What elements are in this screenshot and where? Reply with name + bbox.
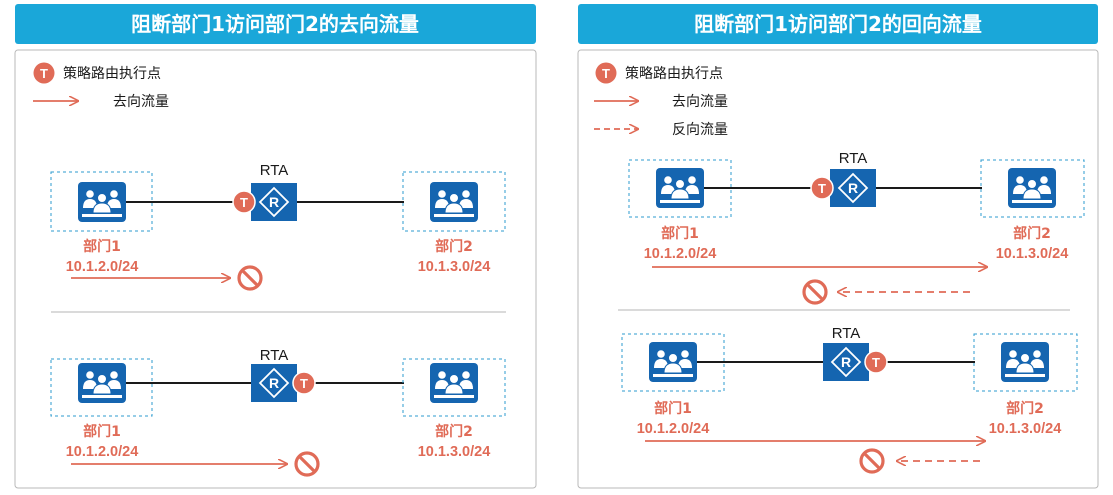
router-label: RTA (839, 150, 868, 167)
dept1-box (50, 171, 153, 232)
svg-text:R: R (269, 375, 279, 391)
legend-forward-label: 去向流量 (113, 94, 169, 110)
dept1-box (50, 358, 153, 417)
dept1-name: 部门1 (661, 225, 699, 242)
router-label: RTA (260, 162, 289, 179)
router-icon: R (830, 169, 876, 207)
svg-text:T: T (40, 66, 48, 81)
router-icon: R (251, 183, 297, 221)
router-icon: R (251, 364, 297, 402)
left-panel: 阻断部门1访问部门2的去向流量 T 策略路由执行点 去向流量 (14, 4, 537, 489)
svg-text:T: T (240, 195, 248, 210)
policy-point-badge-icon: T (810, 176, 834, 200)
dept1-subnet: 10.1.2.0/24 (637, 421, 710, 437)
dept2-name: 部门2 (1013, 225, 1051, 242)
right-title-bar (578, 4, 1098, 44)
left-panel-title: 阻断部门1访问部门2的去向流量 (131, 12, 419, 36)
prohibited-icon (859, 448, 885, 474)
left-panel-frame (14, 49, 537, 489)
legend-forward-label: 去向流量 (672, 94, 728, 110)
policy-point-badge-icon: T (292, 371, 316, 395)
dept2-box (973, 333, 1078, 392)
left-scenario-2: R RTA T 部门1 10.1.2.0/24 部门2 10.1.3.0/24 (50, 347, 506, 477)
svg-text:R: R (848, 180, 858, 196)
svg-text:T: T (872, 355, 880, 370)
legend-policy-point-icon: T (595, 62, 617, 84)
policy-point-badge-icon: T (864, 350, 888, 374)
dept1-subnet: 10.1.2.0/24 (644, 246, 717, 262)
dept1-name: 部门1 (83, 423, 121, 440)
users-group-icon (430, 363, 478, 403)
users-group-icon (78, 363, 126, 403)
users-group-icon (649, 342, 697, 382)
prohibited-icon (237, 265, 263, 291)
svg-text:R: R (269, 194, 279, 210)
prohibited-icon (802, 279, 828, 305)
policy-point-badge-icon: T (232, 190, 256, 214)
users-group-icon (656, 168, 704, 208)
right-legend: T 策略路由执行点 去向流量 反向流量 (594, 62, 728, 138)
dept2-box (402, 358, 506, 417)
left-legend: T 策略路由执行点 去向流量 (33, 62, 169, 110)
router-icon: R (823, 343, 869, 381)
dept2-box (980, 159, 1085, 218)
right-panel-title: 阻断部门1访问部门2的回向流量 (694, 12, 982, 36)
dept2-name: 部门2 (1006, 400, 1044, 417)
left-scenario-1: R RTA T 部门1 10.1.2.0/24 部门2 10.1.3.0/24 (50, 162, 506, 291)
router-label: RTA (832, 325, 861, 342)
dept1-box (621, 333, 725, 392)
dept1-name: 部门1 (654, 400, 692, 417)
prohibited-icon (294, 451, 320, 477)
dept2-box (402, 171, 506, 232)
dept2-subnet: 10.1.3.0/24 (996, 246, 1069, 262)
router-label: RTA (260, 347, 289, 364)
legend-reverse-label: 反向流量 (672, 122, 728, 138)
svg-text:T: T (300, 376, 308, 391)
dept1-name: 部门1 (83, 238, 121, 255)
users-group-icon (1001, 342, 1049, 382)
dept2-name: 部门2 (435, 238, 473, 255)
users-group-icon (430, 182, 478, 222)
users-group-icon (1008, 168, 1056, 208)
dept1-subnet: 10.1.2.0/24 (66, 444, 139, 460)
dept2-subnet: 10.1.3.0/24 (418, 259, 491, 275)
left-title-bar (15, 4, 536, 44)
svg-text:R: R (841, 354, 851, 370)
dept1-box (628, 159, 732, 218)
right-scenario-1: R RTA T 部门1 10.1.2.0/24 部门2 10.1.3.0/24 (628, 150, 1085, 305)
svg-text:T: T (602, 66, 610, 81)
legend-policy-point-icon: T (33, 62, 55, 84)
legend-policy-point-label: 策略路由执行点 (625, 65, 723, 82)
users-group-icon (78, 182, 126, 222)
dept1-subnet: 10.1.2.0/24 (66, 259, 139, 275)
svg-text:T: T (818, 181, 826, 196)
right-panel: 阻断部门1访问部门2的回向流量 T 策略路由执行点 去向流量 反向流量 (577, 4, 1099, 489)
dept2-subnet: 10.1.3.0/24 (989, 421, 1062, 437)
dept2-subnet: 10.1.3.0/24 (418, 444, 491, 460)
right-scenario-2: R RTA T 部门1 10.1.2.0/24 部门2 10.1.3.0/24 (621, 325, 1078, 474)
legend-policy-point-label: 策略路由执行点 (63, 65, 161, 82)
dept2-name: 部门2 (435, 423, 473, 440)
